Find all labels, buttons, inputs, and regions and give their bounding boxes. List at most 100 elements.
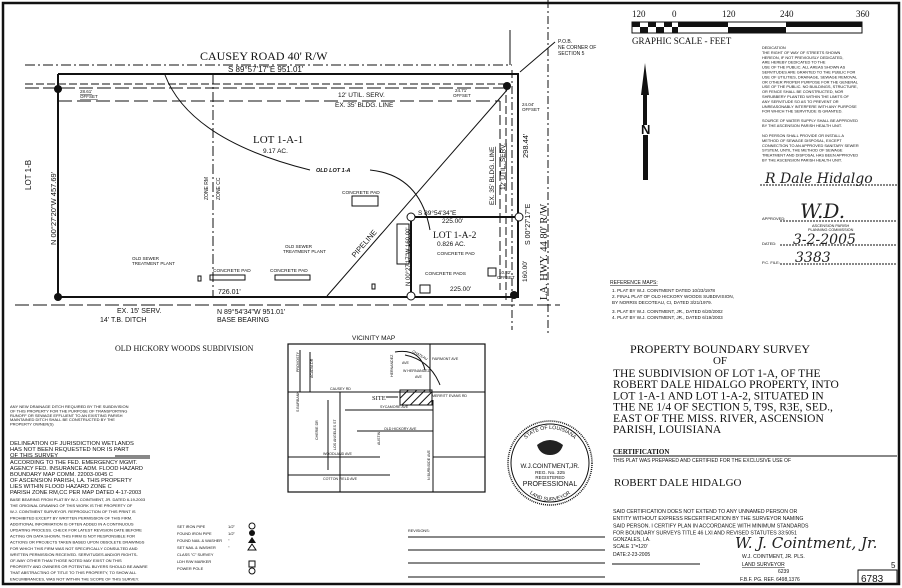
adjacent-lot-label: LOT 1-B (24, 160, 33, 190)
legend-label: FOUND IRON PIPE (177, 531, 212, 536)
legend-label: FOUND NAIL & WASHER (177, 538, 222, 543)
street-label: COTTON FIELD AVE (323, 477, 358, 481)
street-label: S BURBANK (296, 391, 300, 412)
survey-description-line: EAST OF THE MISS. RIVER, ASCENSION (613, 413, 824, 425)
base-bearing-note-line: ADDITIONAL INFORMATION IS OFTEN ADDED IN… (10, 521, 134, 526)
dedication-line: SERVITUDES ARE GRANTED TO THE PUBLIC FOR (762, 70, 856, 75)
certification-disclaimer-line: SAID PERSON. I CERTIFY PLAN IN ACCORDANC… (613, 523, 809, 529)
certification-client: ROBERT DALE HIDALGO (614, 477, 742, 489)
base-bearing-note-line: ACTING ON DATA SHOWN. THIS FIRM IS NOT R… (10, 534, 135, 539)
lot-1-a-2-area: 0.826 AC. (437, 241, 466, 248)
file-value: 3383 (795, 250, 831, 266)
lot-1-a-2-west-bearing: N 00°27'17"W 160.00' (406, 227, 412, 286)
revisions-label: REVISIONS: (408, 529, 430, 533)
base-bearing-note-line: PROPERTY AND OWNERS OR POTENTIAL BUYERS … (10, 564, 148, 569)
lot-1-a-1-area: 9.17 AC. (263, 148, 288, 155)
lot-1-a-2-label: LOT 1-A-2 (433, 231, 477, 241)
sheet-number: 5 (891, 561, 896, 570)
building-line-east-label: EX. 35' BLDG. LINE (489, 146, 496, 205)
set-iron-pipe-icon (406, 291, 416, 301)
base-bearing-label: BASE BEARING (217, 317, 269, 324)
east-boundary-distance: 298.44' (521, 133, 530, 158)
survey-title-of: OF (713, 355, 727, 367)
survey-title: PROPERTY BOUNDARY SURVEY (630, 342, 810, 356)
wetlands-note-line: HAS NOT BEEN REQUESTED NOR IS PART (10, 447, 129, 453)
reference-map-item: BY NORRIS DECOTEAU, CI, DATED 3/21/1979. (612, 300, 712, 305)
offset-label: 10.82' (499, 270, 511, 275)
water-note-line: SOURCE OF WATER SUPPLY SHALL BE APPROVED (762, 118, 858, 123)
file-label: P.C. FILE: (762, 260, 780, 265)
dated-value: 3-2-2005 (793, 232, 856, 248)
util-servitude-east-label: 12' UTIL. SERV. (500, 143, 507, 190)
lot-1-a-2-east-distance: 160.00' (522, 261, 529, 282)
east-boundary-bearing: S 00°27'17"E (524, 203, 532, 245)
power-pole-icon (248, 567, 256, 575)
street-label: W HERNANDEZ (403, 369, 431, 373)
lot-1-a-2-north-distance: 225.00' (442, 218, 463, 225)
flood-note-line: LIES WITHIN FLOOD HAZARD ZONE C (10, 484, 112, 490)
approved-label: APPROVED: (762, 216, 785, 221)
sewer-plant (371, 283, 376, 290)
certification-title: CERTIFICATION (613, 448, 669, 456)
surveyor-title: LAND SURVEYOR (742, 562, 785, 568)
seal-arc-bottom: LAND SURVEYOR (528, 490, 572, 503)
pipeline-line (326, 89, 508, 297)
concrete-pad (419, 284, 431, 294)
survey-description-line: PARISH, LOUISIANA (613, 424, 722, 436)
concrete-pad (274, 274, 311, 281)
street-label: CAUSEY RD (330, 387, 351, 391)
street-label: FAIRMONT AVE (432, 357, 459, 361)
seal-reg: REG. No. 325 (535, 470, 565, 476)
base-bearing-note-line: BASE BEARING FROM PLAT BY W.J. COINTMENT… (10, 497, 146, 502)
dedication-line: SHRUBBERY PLANTED WITHIN THE LIMITS OF (762, 94, 850, 99)
surveyor-signature: W. J. Cointment, Jr. (735, 534, 877, 552)
wetlands-note-line: OF THIS SURVEY (10, 453, 58, 459)
certification-text: THIS PLAT WAS PREPARED AND CERTIFIED FOR… (613, 458, 791, 464)
square-icon (248, 560, 256, 568)
dedication-line: ANY SERVITUDE SO AS TO PREVENT OR (762, 99, 839, 104)
filled-triangle-icon (248, 537, 256, 543)
found-iron-pipe-icon (503, 82, 511, 90)
reference-map-item: 3. PLAT BY W.J. COINTMENT, JR., DATED 6/… (612, 309, 723, 314)
sewer-plant-label: OLD SEWER (285, 244, 313, 249)
site-label: SITE (372, 395, 386, 402)
street-label: HERNANDEZ (390, 354, 394, 377)
concrete-pad (396, 223, 410, 265)
found-iron-pipe-icon (510, 291, 518, 299)
street-label: OLD HICKORY AVE (384, 427, 417, 431)
south-distance: 726.01' (218, 289, 241, 296)
drainage-note-line: PROPERTY OWNER(S) (10, 422, 54, 427)
base-bearing-note-line: ACTIONS OR PROJECTS TAKEN BASED UPON OBS… (10, 540, 145, 545)
flood-note-line: AGENCY FED. INSURANCE ADM. FLOOD HAZARD (10, 466, 143, 472)
survey-description-line: LOT 1-A-1 AND LOT 1-A-2, SITUATED IN (613, 390, 824, 402)
dedication-line: FOR WHICH THE SERVITUDE IS GRANTED. (762, 109, 843, 114)
base-bearing-note-line: WRITTEN PERMISSION RECEIVED. SERVITUDES … (10, 552, 138, 557)
north-arrow-letter: N (641, 122, 650, 137)
drainage-note-line: RUNOFF OR SEWAGE EFFLUENT TO AN EXISTING… (10, 413, 123, 418)
street-label: SYCAMORE AVE (380, 405, 409, 409)
sewer-plant-label: TREATMENT PLANT (132, 261, 175, 266)
drawing-number: 6783 (861, 574, 884, 585)
offset-label: 28.61' (80, 89, 92, 94)
reference-map-item: 4. PLAT BY W.J. COINTMENT, JR., DATED 6/… (612, 315, 723, 320)
base-bearing-note-line: FOR WHICH THIS FIRM WAS NOT SPECIFICALLY… (10, 546, 138, 551)
vicinity-map (287, 343, 486, 493)
dedication-line: USE OF THE PUBLIC. ALL AREAS SHOWN AS (762, 65, 846, 70)
approver-signature: W.D. (800, 199, 845, 223)
lot-1-a-2-north-bearing: S 89°54'34"E (418, 209, 457, 217)
street-label: CHERIE DR (315, 420, 319, 440)
legend-label: SET IRON PIPE (177, 524, 206, 529)
commission-line: PLANNING COMMISSION (808, 228, 854, 232)
legend-size: 1/2" (228, 524, 236, 529)
found-iron-pipe-icon (54, 85, 62, 93)
job-number: 6239 (778, 569, 789, 575)
south-boundary-bearing: N 89°54'34"W 951.01' (217, 308, 285, 316)
dedication-line: OR OTHER PROPER PURPOSE FOR THE GENERAL (762, 79, 859, 84)
lot-1-a-1-label: LOT 1-A-1 (253, 134, 303, 146)
offset-label: OFFSET (522, 107, 540, 112)
north-boundary-bearing: S 89°57'17"E 951.01' (228, 65, 304, 74)
reference-map-item: 2. FINAL PLAT OF OLD HICKORY WOODS SUBDI… (612, 294, 734, 299)
commission-line: ASCENSION PARISH (812, 224, 850, 228)
